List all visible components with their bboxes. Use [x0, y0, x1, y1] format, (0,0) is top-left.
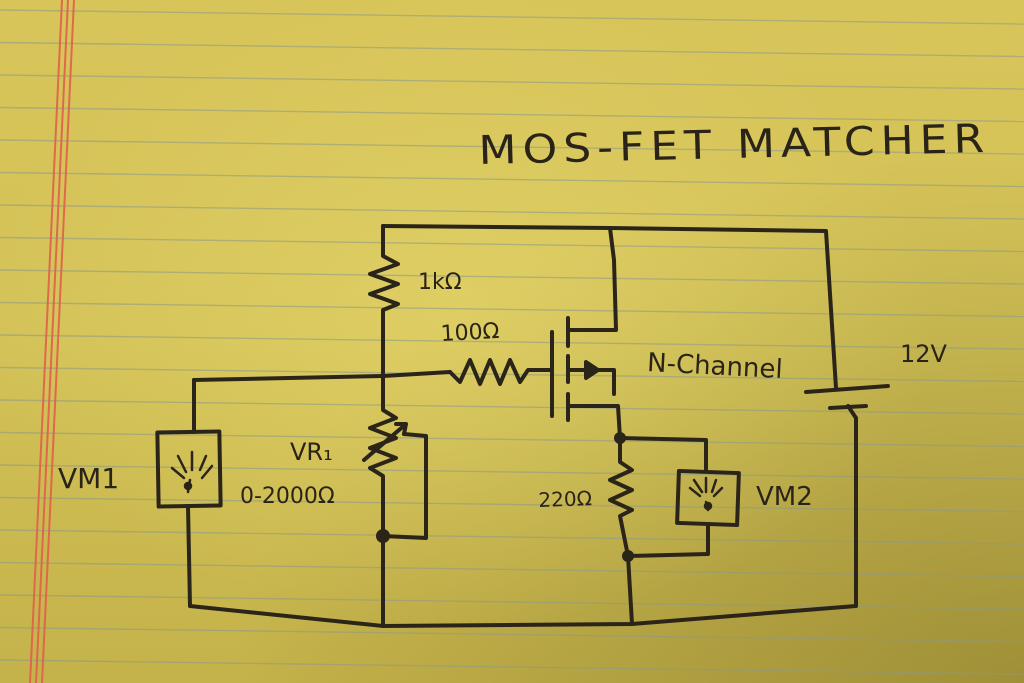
- ruled-line: [0, 659, 1024, 675]
- wire-vm2-bottom: [626, 522, 710, 558]
- ruled-line: [0, 464, 1024, 480]
- ruled-line: [0, 269, 1024, 285]
- label-meter-vm2: VM2: [756, 482, 813, 512]
- wire-battery-neg: [846, 404, 858, 420]
- ruled-line: [0, 561, 1024, 578]
- wire-gate-feed: [192, 370, 452, 382]
- mosfet-source: [566, 404, 622, 440]
- ruled-line: [0, 626, 1024, 643]
- ruled-line: [0, 529, 1024, 545]
- ruled-line: [0, 9, 1024, 25]
- ruled-line: [0, 496, 1024, 513]
- ruled-line: [0, 41, 1024, 58]
- mosfet-body: [566, 368, 616, 396]
- ruled-line: [0, 74, 1024, 90]
- resistor-100: [448, 358, 554, 386]
- wire-vm1-bottom: [186, 504, 192, 608]
- potentiometer-wiper: [362, 422, 408, 462]
- label-pot-name: VR₁: [290, 438, 333, 466]
- node-gate-junction: [380, 373, 386, 379]
- resistor-220: [608, 436, 634, 558]
- ruled-line: [0, 139, 1024, 155]
- ruled-line: [0, 301, 1024, 318]
- node-pot-bottom: [376, 529, 390, 543]
- ruled-line: [0, 171, 1024, 188]
- label-resistor-100: 100Ω: [440, 318, 501, 347]
- meter-vm2-dial-icon: [688, 476, 724, 512]
- mosfet-arrow: [584, 360, 600, 380]
- wire-vm2-top: [618, 436, 708, 472]
- ruled-line: [0, 204, 1024, 220]
- ruled-line: [0, 431, 1024, 448]
- ruled-line: [0, 106, 1024, 123]
- label-resistor-220: 220Ω: [538, 486, 593, 512]
- wire-source-to-bottom: [626, 554, 634, 626]
- margin-lines: [29, 0, 75, 683]
- label-pot-range: 0-2000Ω: [240, 484, 335, 509]
- mosfet-drain: [566, 226, 618, 332]
- potentiometer-vr1: [368, 376, 398, 628]
- meter-vm1: [155, 429, 223, 509]
- wire-top-rail: [381, 224, 838, 390]
- ruled-line: [0, 236, 1024, 253]
- ruled-line: [0, 334, 1024, 350]
- label-resistor-1k: 1kΩ: [418, 270, 462, 295]
- meter-vm2: [675, 468, 741, 528]
- label-meter-vm1: VM1: [58, 462, 120, 495]
- wire-pot-bypass: [381, 432, 428, 540]
- battery-long-plate: [804, 384, 890, 394]
- resistor-1k: [368, 224, 400, 380]
- meter-vm1-dial-icon: [170, 450, 214, 494]
- label-battery: 12V: [900, 340, 947, 368]
- ruled-line: [0, 366, 1024, 383]
